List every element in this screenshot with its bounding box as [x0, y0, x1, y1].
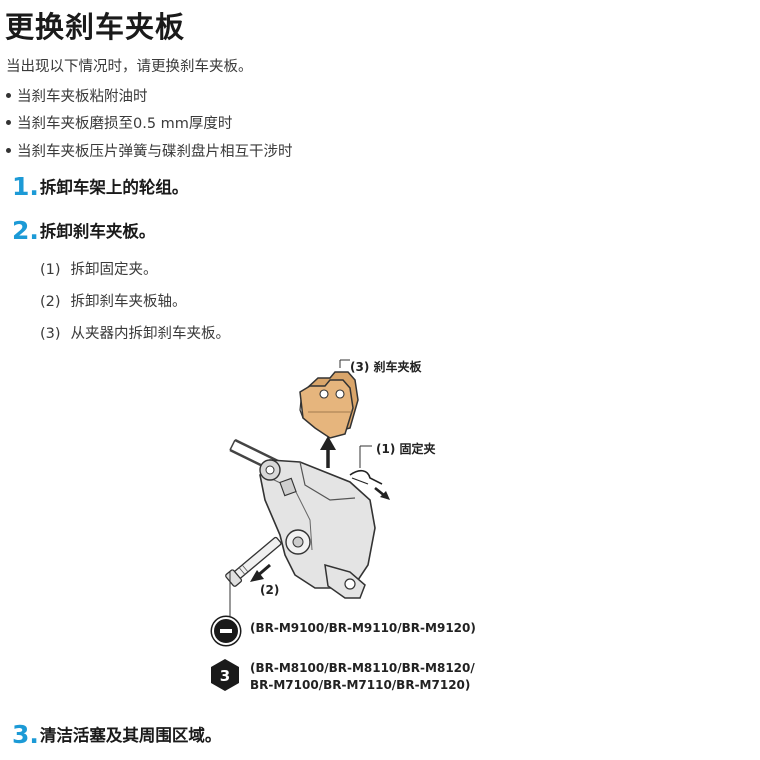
intro-text: 当出现以下情况时，请更换刹车夹板。: [6, 59, 253, 75]
substep-2: (2) 拆卸刹车夹板轴。: [40, 290, 187, 311]
bullet-dot: [6, 93, 11, 98]
step-number: 1.: [12, 172, 39, 201]
bullet-dot: [6, 148, 11, 153]
model-list-slotted: (BR-M9100/BR-M9110/BR-M9120): [250, 621, 476, 635]
condition-bullet: 当刹车夹板压片弹簧与碟刹盘片相互干涉时: [6, 140, 293, 161]
callout-snap-clip: (1) 固定夹: [376, 442, 436, 456]
step-text: 拆卸车架上的轮组。: [39, 178, 189, 197]
pad-arrowhead: [320, 436, 336, 450]
callout-brake-pad: (3) 刹车夹板: [350, 360, 422, 374]
brake-hose: [234, 438, 281, 464]
caliper-body: [259, 459, 376, 589]
caliper-diagram: [225, 359, 390, 618]
substep-text: 从夹器内拆卸刹车夹板。: [70, 326, 231, 342]
snap-clip: [349, 469, 383, 485]
model-line: BR-M7100/BR-M7110/BR-M7120): [250, 678, 471, 692]
condition-bullet: 当刹车夹板粘附油时: [6, 85, 148, 106]
bullet-dot: [6, 120, 11, 125]
hex-size-label: 3: [220, 667, 230, 685]
pad-axle: [225, 536, 282, 587]
callout-pad-axle: (2): [260, 583, 280, 597]
bullet-text: 当刹车夹板压片弹簧与碟刹盘片相互干涉时: [17, 144, 293, 160]
step-1: 1.拆卸车架上的轮组。: [12, 172, 188, 201]
step-number: 3.: [12, 720, 39, 749]
axle-arrowhead: [250, 570, 264, 582]
step-3: 3.清洁活塞及其周围区域。: [12, 720, 221, 749]
hex-wrench-3mm-icon: 3: [211, 659, 239, 691]
step-text: 拆卸刹车夹板。: [39, 222, 156, 241]
caliper-mount-hole: [344, 578, 356, 590]
substep-1: (1) 拆卸固定夹。: [40, 258, 158, 279]
slotted-screwdriver-icon: [212, 617, 240, 645]
substep-number: (1): [40, 262, 61, 278]
bullet-text: 当刹车夹板粘附油时: [17, 89, 148, 105]
model-line: (BR-M8100/BR-M8110/BR-M8120/: [250, 661, 475, 675]
model-list-hex: (BR-M8100/BR-M8110/BR-M8120/ BR-M7100/BR…: [250, 660, 475, 694]
substep-text: 拆卸固定夹。: [70, 262, 158, 278]
step-text: 清洁活塞及其周围区域。: [39, 726, 222, 745]
brake-pad: [299, 371, 359, 439]
bleed-nipple: [279, 477, 297, 497]
clip-arrowhead: [380, 491, 390, 500]
condition-bullet: 当刹车夹板磨损至0.5 mm厚度时: [6, 112, 232, 133]
bullet-text: 当刹车夹板磨损至0.5 mm厚度时: [17, 116, 233, 132]
substep-number: (2): [40, 294, 61, 310]
step-2: 2.拆卸刹车夹板。: [12, 216, 155, 245]
page-title: 更换刹车夹板: [5, 10, 186, 44]
substep-number: (3): [40, 326, 61, 342]
substep-3: (3) 从夹器内拆卸刹车夹板。: [40, 322, 230, 343]
substep-text: 拆卸刹车夹板轴。: [70, 294, 187, 310]
step-number: 2.: [12, 216, 39, 245]
